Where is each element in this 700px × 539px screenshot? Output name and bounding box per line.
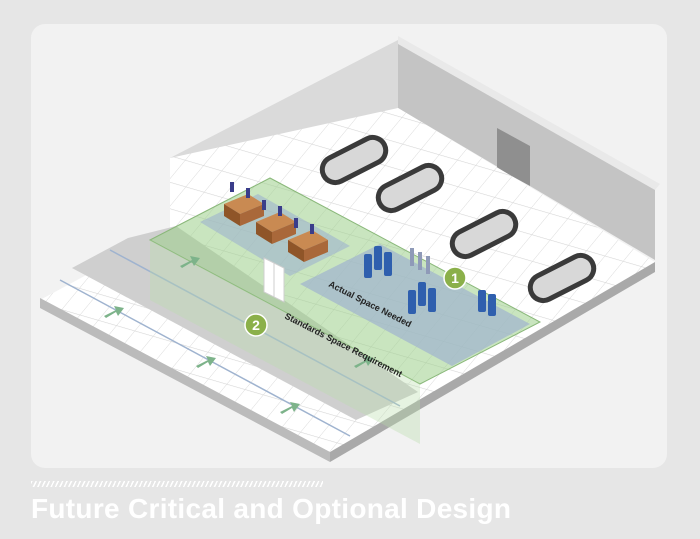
sidewalk-edge — [40, 298, 330, 462]
marker-2-label: 2 — [252, 317, 260, 333]
floor-front-edge — [330, 262, 655, 462]
baggage-carousel — [375, 162, 445, 214]
kiosk-group — [364, 246, 496, 316]
marker-1-label: 1 — [451, 270, 459, 286]
officer-booth — [224, 182, 264, 226]
officer-booth — [288, 218, 328, 262]
baggage-carousel — [319, 134, 389, 186]
page-title: Future Critical and Optional Design — [31, 493, 512, 524]
sidewalk-line-1 — [59, 279, 351, 437]
marker-2: 2 — [244, 313, 268, 337]
door-panel — [263, 257, 285, 303]
marker-1: 1 — [443, 266, 467, 290]
decorative-hatch — [31, 481, 323, 487]
isometric-floor-diagram: Actual Space Needed Standards Space Requ… — [40, 36, 660, 462]
glass-partition — [150, 240, 420, 444]
baggage-carousel — [527, 252, 597, 304]
officer-booth — [256, 200, 296, 244]
doorway — [497, 128, 530, 186]
direction-arrow — [104, 256, 374, 414]
diagram-card: Actual Space Needed Standards Space Requ… — [31, 24, 667, 468]
right-wall-top — [398, 36, 660, 190]
baggage-carousel — [449, 208, 519, 260]
